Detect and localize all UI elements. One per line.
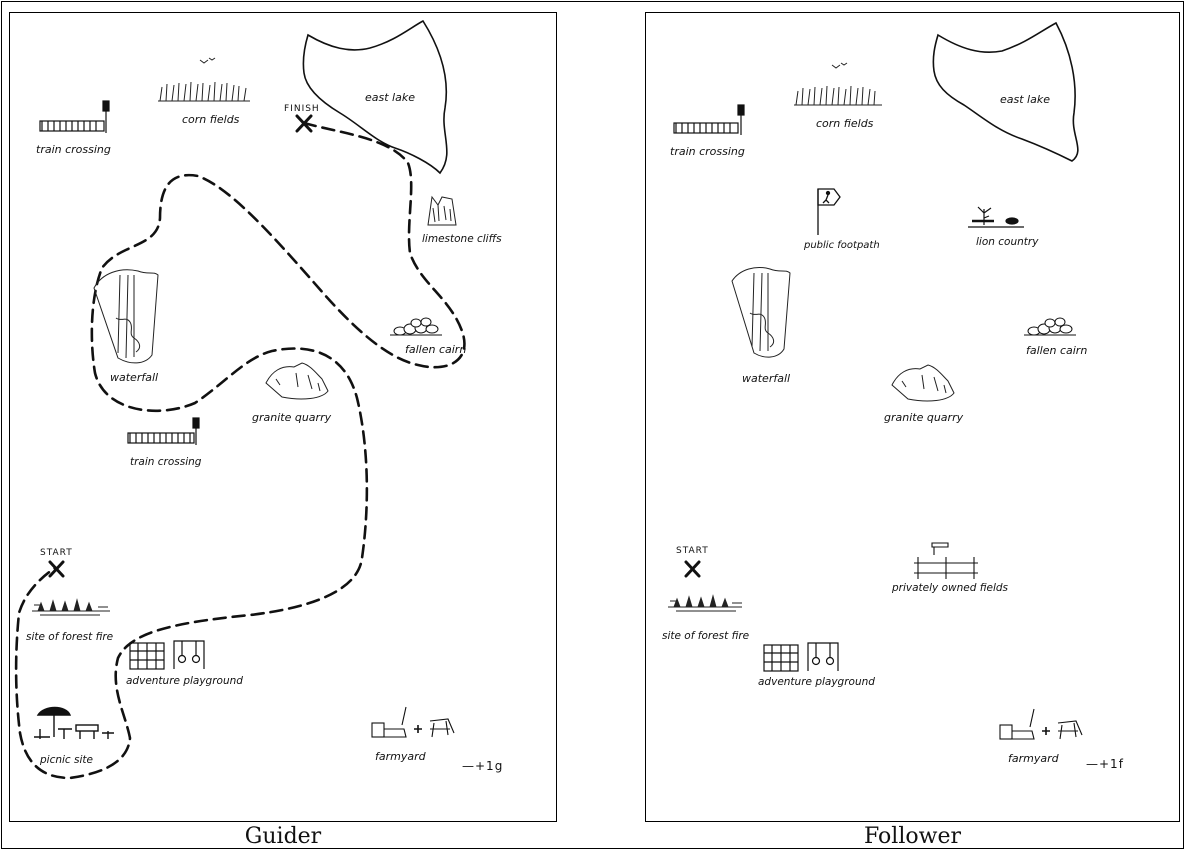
follower-east-lake-shape <box>932 21 1079 162</box>
guider-map-panel: east lake FINISH corn fields train cross… <box>9 12 557 822</box>
limestone-cliffs-label: limestone cliffs <box>422 233 502 245</box>
follower-map: east lake corn fields train crossing pub… <box>662 21 1124 771</box>
fallen-cairn-label: fallen cairn <box>405 343 466 356</box>
follower-start-marker-icon <box>684 560 701 578</box>
follower-waterfall-icon <box>731 267 791 358</box>
corn-fields-label: corn fields <box>182 113 240 126</box>
waterfall-label: waterfall <box>110 371 158 384</box>
public-footpath-icon <box>817 188 841 235</box>
train-crossing-mid-label: train crossing <box>130 456 202 468</box>
follower-adventure-playground-icon <box>763 642 839 672</box>
guider-map: east lake FINISH corn fields train cross… <box>14 19 503 780</box>
follower-fallen-cairn-label: fallen cairn <box>1026 344 1087 357</box>
follower-start-label: START <box>676 546 709 556</box>
follower-granite-quarry-icon <box>891 364 955 402</box>
farmyard-label: farmyard <box>375 750 427 763</box>
lion-country-icon <box>968 206 1024 228</box>
site-of-forest-fire-label: site of forest fire <box>26 631 113 643</box>
follower-east-lake-label: east lake <box>1000 93 1050 106</box>
train-crossing-icon <box>39 100 110 133</box>
limestone-cliffs-icon <box>427 195 457 226</box>
follower-farmyard-icon <box>999 708 1083 740</box>
start-label: START <box>40 548 73 558</box>
lion-country-label: lion country <box>976 236 1039 248</box>
train-crossing-top-label: train crossing <box>36 143 111 156</box>
privately-owned-fields-label: privately owned fields <box>891 582 1009 594</box>
follower-code-label: —+1f <box>1086 757 1124 771</box>
picnic-site-icon <box>34 706 114 739</box>
follower-fallen-cairn-icon <box>1024 317 1076 336</box>
public-footpath-label: public footpath <box>803 240 880 251</box>
guider-route-path <box>14 121 466 780</box>
granite-quarry-label: granite quarry <box>252 411 332 424</box>
adventure-playground-label: adventure playground <box>126 675 243 687</box>
fallen-cairn-icon <box>390 317 442 336</box>
picnic-site-label: picnic site <box>39 754 93 766</box>
guider-code-label: —+1g <box>462 759 503 773</box>
guider-caption: Guider <box>244 824 322 849</box>
follower-map-panel: east lake corn fields train crossing pub… <box>645 12 1180 822</box>
follower-train-crossing-label: train crossing <box>670 145 745 158</box>
train-crossing-mid-icon <box>127 417 200 445</box>
follower-site-of-forest-fire-label: site of forest fire <box>662 630 749 642</box>
east-lake-shape <box>302 19 448 175</box>
follower-adventure-playground-label: adventure playground <box>758 676 875 688</box>
follower-forest-fire-icon <box>668 594 742 612</box>
farmyard-icon <box>371 706 455 738</box>
granite-quarry-icon <box>265 362 329 400</box>
follower-waterfall-label: waterfall <box>742 372 790 385</box>
corn-fields-icon <box>158 57 250 102</box>
start-marker-icon <box>48 560 65 578</box>
east-lake-label: east lake <box>365 91 415 104</box>
privately-owned-fields-icon <box>914 542 978 579</box>
adventure-playground-icon <box>129 640 205 670</box>
follower-granite-quarry-label: granite quarry <box>884 411 964 424</box>
follower-farmyard-label: farmyard <box>1008 752 1060 765</box>
finish-marker-icon <box>295 114 313 133</box>
waterfall-icon <box>93 269 159 364</box>
follower-corn-fields-icon <box>794 62 882 106</box>
follower-caption: Follower <box>864 824 961 849</box>
finish-label: FINISH <box>284 104 320 114</box>
forest-fire-icon <box>32 598 110 616</box>
follower-corn-fields-label: corn fields <box>816 117 874 130</box>
follower-train-crossing-icon <box>673 104 745 135</box>
